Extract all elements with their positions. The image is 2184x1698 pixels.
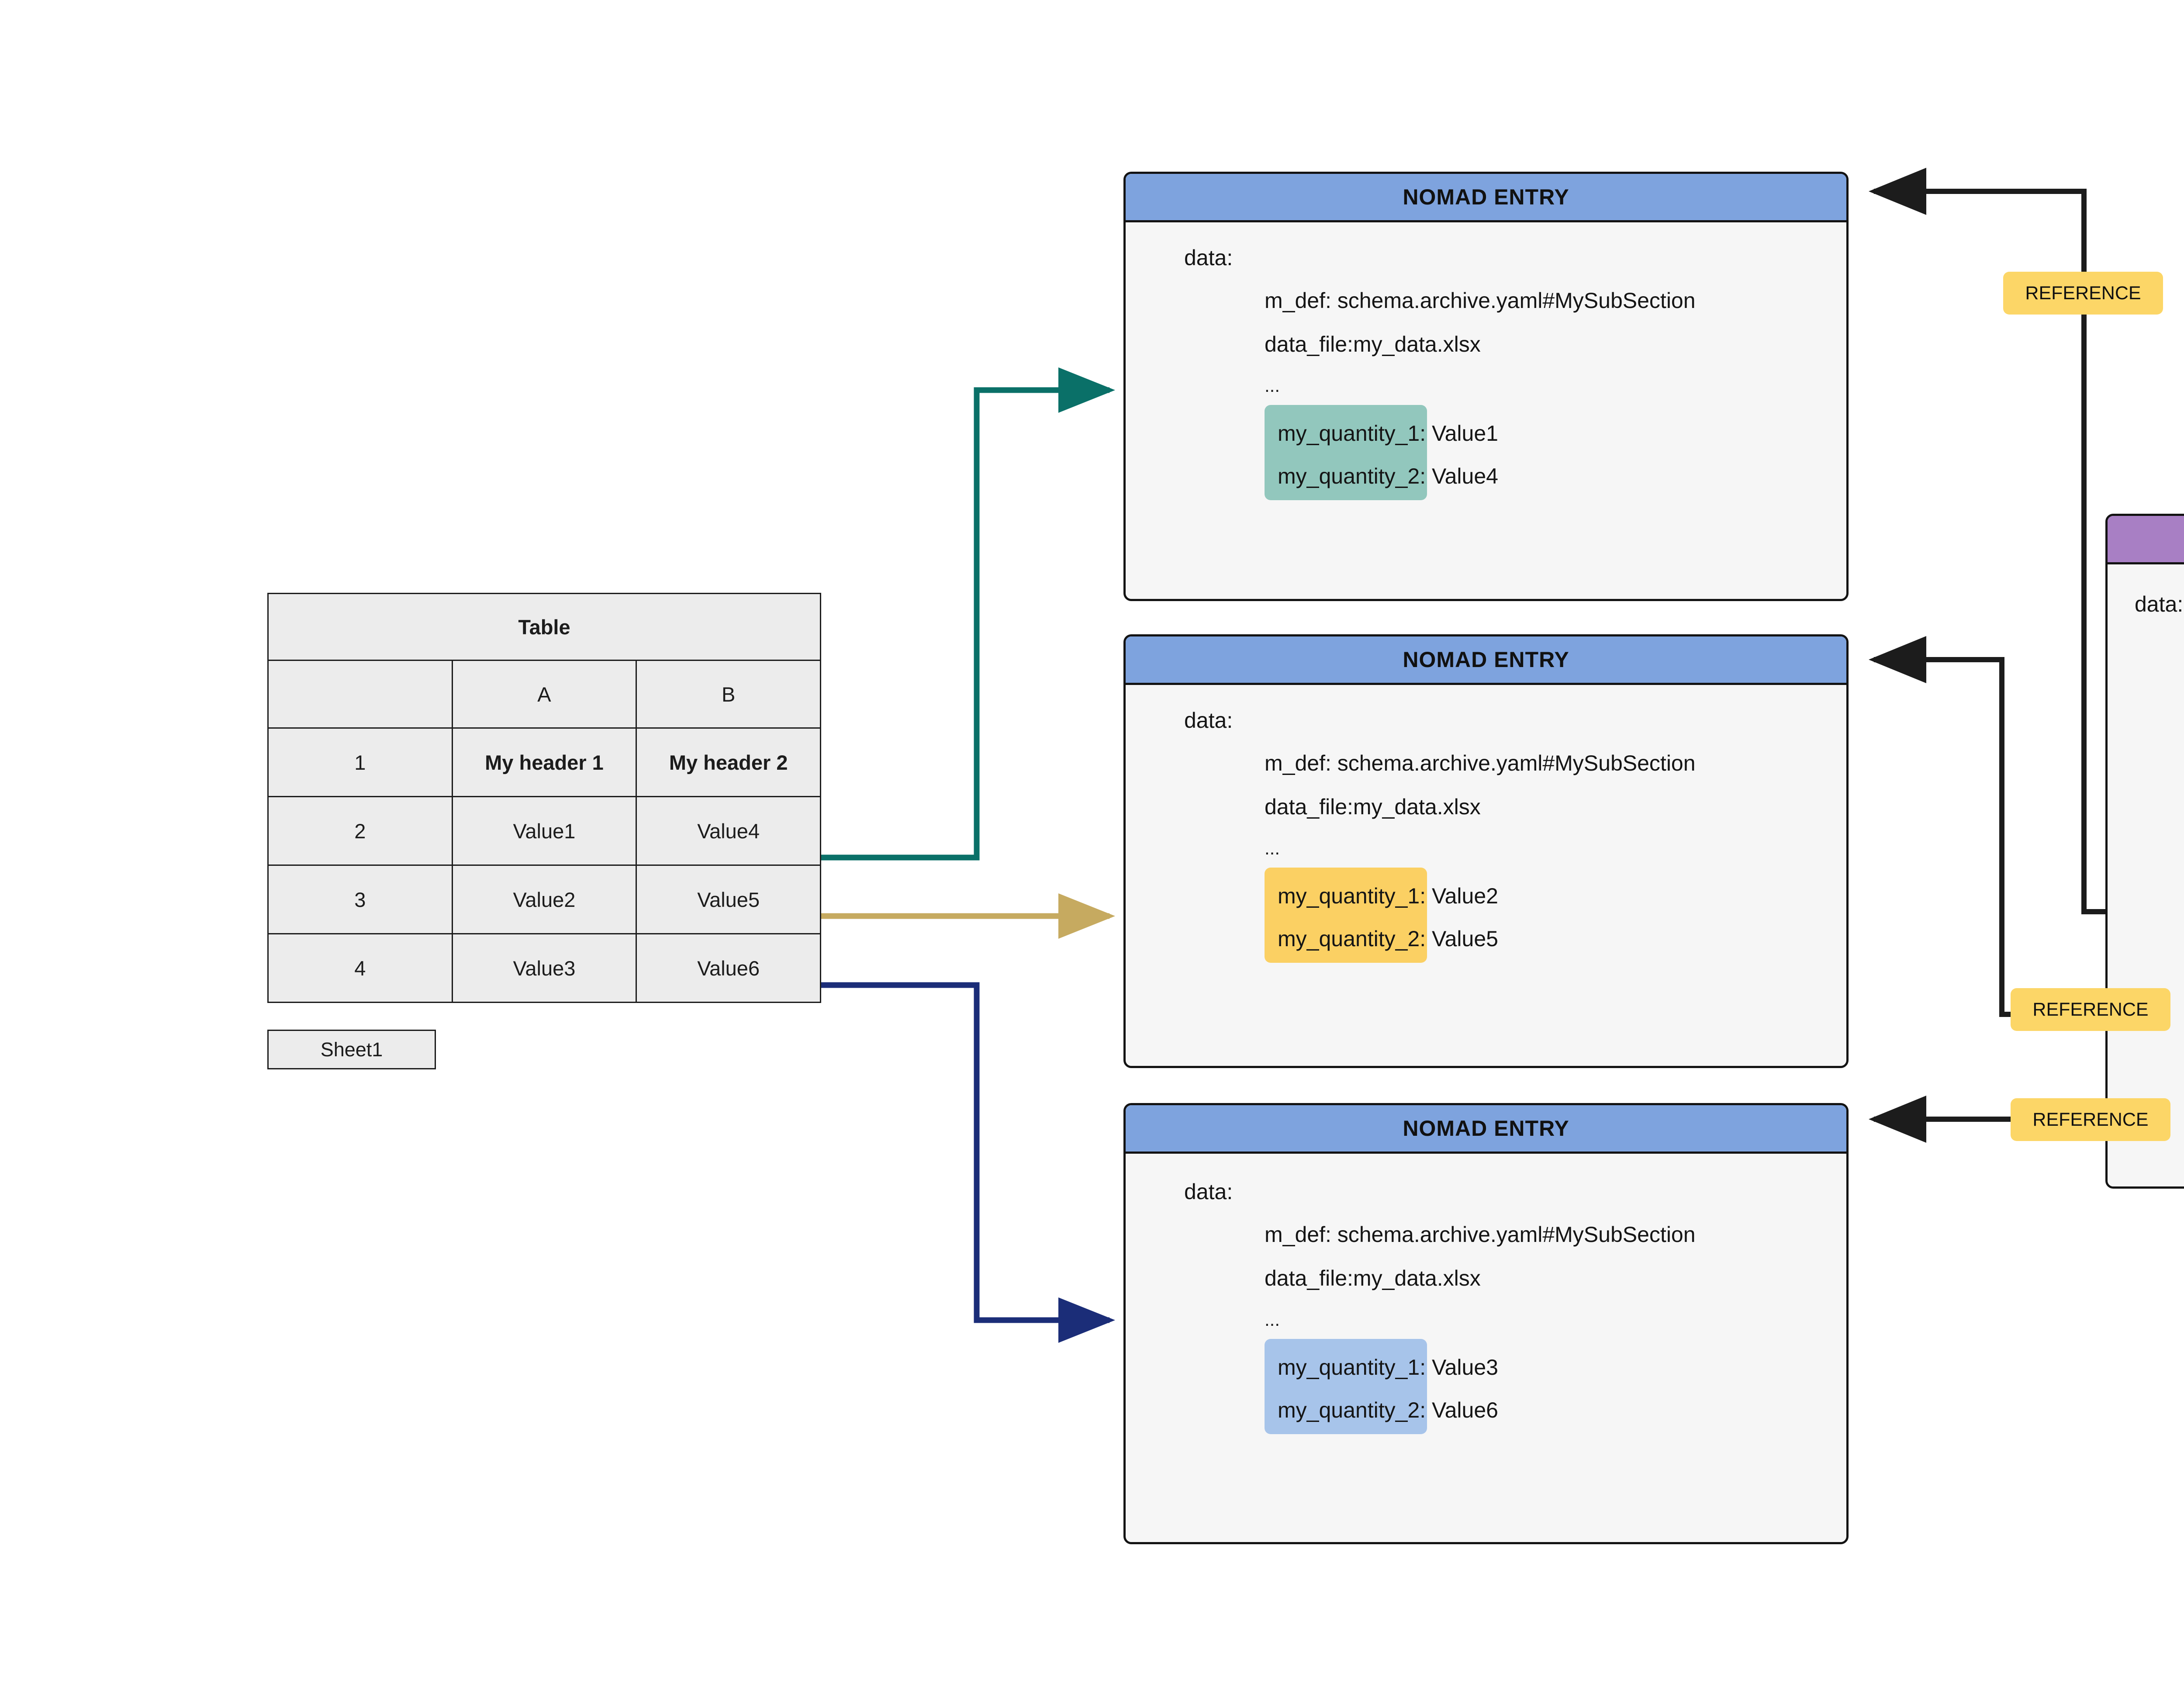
quantity-2-line: my_quantity_2: Value5 <box>1278 927 1498 951</box>
column-header-b: B <box>636 660 821 729</box>
column-header-corner <box>267 660 453 729</box>
table-row[interactable]: 4 Value3 Value6 <box>267 933 821 1003</box>
card-title-bar: NOMAD ENTRY <box>1126 636 1846 685</box>
nomad-entry-card-subsection-2[interactable]: NOMAD ENTRY data: m_def: schema.archive.… <box>1123 634 1849 1068</box>
m-def-line: m_def: schema.archive.yaml#MySubSection <box>1265 751 1696 775</box>
data-file-line: data_file:my_data.xlsx <box>1265 332 1481 356</box>
nomad-entry-card-main-section[interactable]: NOMAD ENTRY data: m_def: schema.archive.… <box>2105 514 2184 1189</box>
cell-a1[interactable]: My header 1 <box>451 727 637 797</box>
m-def-line: m_def: schema.archive.yaml#MySubSection <box>1265 1222 1696 1247</box>
quantities-pill: my_quantity_1: Value2 my_quantity_2: Val… <box>1265 868 1498 963</box>
cell-a4[interactable]: Value3 <box>451 933 637 1003</box>
ellipsis-line: ... <box>1265 838 1280 858</box>
cell-b2[interactable]: Value4 <box>636 796 821 866</box>
card-body: data: m_def: schema.archive.yaml#MySecti… <box>2108 564 2184 1186</box>
table-row[interactable]: 3 Value2 Value5 <box>267 865 821 934</box>
quantities-pill: my_quantity_1: Value3 my_quantity_2: Val… <box>1265 1339 1498 1434</box>
card-body: data: m_def: schema.archive.yaml#MySubSe… <box>1126 222 1846 599</box>
quantity-1-line: my_quantity_1: Value3 <box>1278 1355 1498 1380</box>
cell-a3[interactable]: Value2 <box>451 865 637 934</box>
row-number-3: 3 <box>267 865 453 934</box>
card-title-bar: NOMAD ENTRY <box>2108 516 2184 564</box>
data-label: data: <box>1184 246 1233 270</box>
ellipsis-line: ... <box>1265 1309 1280 1330</box>
sheet-tab-sheet1[interactable]: Sheet1 <box>267 1030 436 1069</box>
table-column-header-row: A B <box>267 660 821 729</box>
nomad-entry-card-subsection-1[interactable]: NOMAD ENTRY data: m_def: schema.archive.… <box>1123 172 1849 601</box>
quantities-pill: my_quantity_1: Value1 my_quantity_2: Val… <box>1265 405 1498 500</box>
quantity-2-line: my_quantity_2: Value6 <box>1278 1398 1498 1422</box>
data-label: data: <box>1184 708 1233 733</box>
row-number-2: 2 <box>267 796 453 866</box>
ellipsis-line: ... <box>1265 375 1280 396</box>
quantity-1-line: my_quantity_1: Value2 <box>1278 884 1498 908</box>
data-label: data: <box>1184 1179 1233 1204</box>
nomad-entry-card-subsection-3[interactable]: NOMAD ENTRY data: m_def: schema.archive.… <box>1123 1103 1849 1544</box>
cell-b1[interactable]: My header 2 <box>636 727 821 797</box>
table-row[interactable]: 1 My header 1 My header 2 <box>267 727 821 797</box>
data-file-line: data_file:my_data.xlsx <box>1265 1266 1481 1290</box>
spreadsheet-table[interactable]: Table A B 1 My header 1 My header 2 2 Va… <box>267 593 821 1003</box>
reference-badge-3[interactable]: REFERENCE <box>2011 1098 2170 1141</box>
reference-badge-2[interactable]: REFERENCE <box>2011 988 2170 1031</box>
table-title: Table <box>267 593 821 661</box>
data-file-line: data_file:my_data.xlsx <box>1265 795 1481 819</box>
row-number-1: 1 <box>267 727 453 797</box>
row-number-4: 4 <box>267 933 453 1003</box>
card-body: data: m_def: schema.archive.yaml#MySubSe… <box>1126 1154 1846 1542</box>
card-title-bar: NOMAD ENTRY <box>1126 174 1846 222</box>
card-body: data: m_def: schema.archive.yaml#MySubSe… <box>1126 685 1846 1066</box>
table-row[interactable]: 2 Value1 Value4 <box>267 796 821 866</box>
card-title-bar: NOMAD ENTRY <box>1126 1105 1846 1154</box>
m-def-line: m_def: schema.archive.yaml#MySubSection <box>1265 288 1696 313</box>
table-title-row: Table <box>267 593 821 661</box>
quantity-2-line: my_quantity_2: Value4 <box>1278 464 1498 488</box>
cell-b3[interactable]: Value5 <box>636 865 821 934</box>
cell-b4[interactable]: Value6 <box>636 933 821 1003</box>
arrow-row2-to-sub1 <box>778 367 1115 861</box>
column-header-a: A <box>451 660 637 729</box>
arrow-row4-to-sub3 <box>778 982 1115 1343</box>
reference-badge-1[interactable]: REFERENCE <box>2003 272 2163 315</box>
cell-a2[interactable]: Value1 <box>451 796 637 866</box>
data-label: data: <box>2135 592 2184 616</box>
quantity-1-line: my_quantity_1: Value1 <box>1278 421 1498 446</box>
